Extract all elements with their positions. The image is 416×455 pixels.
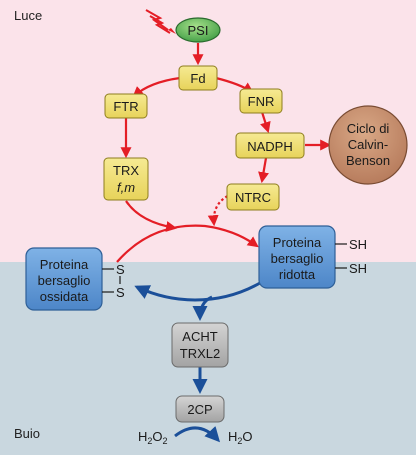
ftr-node: FTR [104, 93, 148, 119]
acht-trxl2-node: ACHT TRXL2 [171, 322, 229, 368]
h2o-label: H2O [228, 429, 253, 446]
sh-bottom-label: SH [349, 261, 367, 276]
arrow-to-acht [192, 295, 213, 321]
reduced-label-line3: ridotta [279, 267, 316, 282]
reduced-label-line1: Proteina [273, 235, 322, 250]
ftr-label: FTR [113, 99, 138, 114]
red-flow-arrows [116, 43, 332, 263]
ntrc-label: NTRC [235, 190, 271, 205]
arrow-oxidation-curve [134, 281, 261, 302]
ntrc-node: NTRC [226, 183, 280, 211]
reduced-target-protein-node: Proteina bersaglio ridotta SH SH [258, 225, 367, 289]
oxidized-target-protein-node: Proteina bersaglio ossidata S S [25, 247, 125, 311]
h2o2-label: H2O2 [138, 429, 168, 446]
acht-label: ACHT [182, 329, 217, 344]
2cp-node: 2CP [175, 395, 225, 423]
light-region-label: Luce [14, 8, 42, 23]
arrow-nadph-to-ntrc [258, 157, 269, 184]
trxl2-label: TRXL2 [180, 346, 220, 361]
calvin-benson-node: Ciclo di Calvin- Benson [328, 105, 408, 185]
oxidized-label-line2: bersaglio [38, 273, 91, 288]
nadph-label: NADPH [247, 139, 293, 154]
arrow-h2o2-to-h2o [174, 426, 221, 443]
fd-label: Fd [190, 71, 205, 86]
fd-node: Fd [178, 65, 218, 91]
trx-subtype-label: f,m [117, 180, 135, 195]
calvin-label-line3: Benson [346, 153, 390, 168]
oxidized-label-line1: Proteina [40, 257, 89, 272]
dark-region-label: Buio [14, 426, 40, 441]
nadph-node: NADPH [235, 132, 305, 159]
calvin-label-line1: Ciclo di [347, 121, 390, 136]
s-bottom-label: S [116, 285, 125, 300]
trx-label: TRX [113, 163, 139, 178]
reduced-label-line2: bersaglio [271, 251, 324, 266]
fnr-node: FNR [239, 88, 283, 114]
fnr-label: FNR [248, 94, 275, 109]
2cp-label: 2CP [187, 402, 212, 417]
arrow-reduction-curve [116, 224, 259, 263]
arrow-trx-to-curve [125, 200, 178, 232]
blue-flow-arrows [134, 281, 261, 443]
psi-label: PSI [188, 23, 209, 38]
trx-node: TRX f,m [103, 157, 149, 201]
calvin-label-line2: Calvin- [348, 137, 388, 152]
lightning-icon [145, 9, 176, 34]
s-top-label: S [116, 262, 125, 277]
arrow-fnr-to-nadph [260, 111, 271, 134]
psi-node: PSI [175, 17, 221, 43]
oxidized-label-line3: ossidata [40, 289, 89, 304]
sh-top-label: SH [349, 237, 367, 252]
